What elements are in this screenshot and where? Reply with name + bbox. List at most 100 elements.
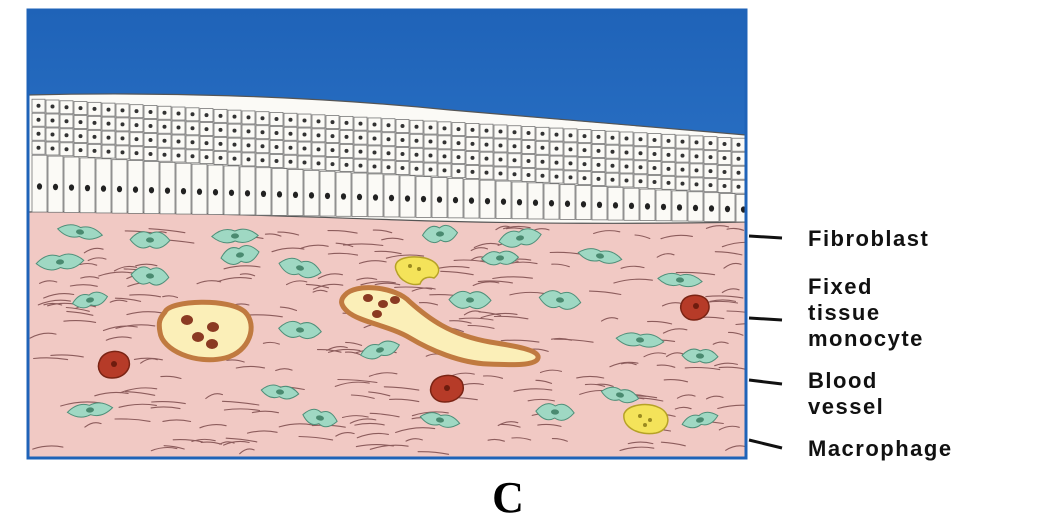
columnar-nucleus <box>261 191 266 197</box>
columnar-nucleus <box>117 186 122 192</box>
label-blood-vessel: Blood vessel <box>808 368 885 419</box>
epithelial-nucleus <box>51 147 55 151</box>
epithelial-nucleus <box>681 154 685 158</box>
epithelial-nucleus <box>639 137 643 141</box>
epithelial-nucleus <box>583 162 587 166</box>
columnar-nucleus <box>565 201 570 207</box>
epithelial-nucleus <box>723 170 727 174</box>
columnar-nucleus <box>709 205 714 211</box>
epithelial-nucleus <box>79 120 83 124</box>
epithelial-nucleus <box>37 104 41 108</box>
epithelial-nucleus <box>625 178 629 182</box>
epithelial-nucleus <box>121 150 125 154</box>
epithelial-nucleus <box>541 146 545 150</box>
epithelial-nucleus <box>345 149 349 153</box>
epithelial-nucleus <box>555 175 559 179</box>
columnar-nucleus <box>149 187 154 193</box>
epithelial-nucleus <box>177 126 181 130</box>
epithelial-nucleus <box>709 141 713 145</box>
epithelial-nucleus <box>65 133 69 137</box>
epithelial-nucleus <box>513 130 517 134</box>
epithelial-nucleus <box>639 179 643 183</box>
epithelial-nucleus <box>163 139 167 143</box>
columnar-nucleus <box>533 200 538 206</box>
columnar-nucleus <box>549 200 554 206</box>
epithelial-nucleus <box>233 157 237 161</box>
columnar-nucleus <box>581 201 586 207</box>
epithelial-nucleus <box>93 135 97 139</box>
columnar-nucleus <box>453 197 458 203</box>
epithelial-nucleus <box>583 176 587 180</box>
epithelial-nucleus <box>51 119 55 123</box>
epithelial-nucleus <box>471 170 475 174</box>
epithelial-nucleus <box>541 132 545 136</box>
epithelial-nucleus <box>373 150 377 154</box>
epithelial-nucleus <box>135 151 139 155</box>
epithelial-nucleus <box>639 151 643 155</box>
epithelial-nucleus <box>485 129 489 133</box>
tissue-panel <box>28 10 775 458</box>
epithelial-nucleus <box>401 152 405 156</box>
epithelial-nucleus <box>303 133 307 137</box>
epithelial-nucleus <box>219 114 223 118</box>
epithelial-nucleus <box>625 164 629 168</box>
epithelial-nucleus <box>527 173 531 177</box>
leader-lines <box>749 236 782 448</box>
epithelial-nucleus <box>387 165 391 169</box>
columnar-nucleus <box>325 193 330 199</box>
columnar-nucleus <box>469 197 474 203</box>
epithelial-nucleus <box>191 154 195 158</box>
epithelial-nucleus <box>611 178 615 182</box>
epithelial-nucleus <box>93 121 97 125</box>
epithelial-nucleus <box>443 154 447 158</box>
epithelial-nucleus <box>695 168 699 172</box>
epithelial-nucleus <box>275 145 279 149</box>
epithelial-nucleus <box>723 184 727 188</box>
epithelial-nucleus <box>597 177 601 181</box>
epithelial-nucleus <box>219 156 223 160</box>
epithelial-nucleus <box>275 159 279 163</box>
epithelial-nucleus <box>667 153 671 157</box>
label-fixed-tissue-monocyte: Fixed tissue monocyte <box>808 274 924 351</box>
epithelial-nucleus <box>107 136 111 140</box>
epithelial-nucleus <box>317 147 321 151</box>
columnar-nucleus <box>197 189 202 195</box>
epithelial-nucleus <box>457 141 461 145</box>
epithelial-nucleus <box>79 106 83 110</box>
epithelial-nucleus <box>611 136 615 140</box>
blood-vessel-cross-section <box>159 302 251 360</box>
epithelial-nucleus <box>569 175 573 179</box>
epithelial-nucleus <box>653 152 657 156</box>
epithelial-nucleus <box>359 122 363 126</box>
columnar-nucleus <box>341 193 346 199</box>
epithelial-nucleus <box>205 113 209 117</box>
epithelial-nucleus <box>37 132 41 136</box>
epithelial-nucleus <box>233 143 237 147</box>
epithelial-nucleus <box>723 142 727 146</box>
epithelial-nucleus <box>429 140 433 144</box>
epithelial-nucleus <box>667 139 671 143</box>
columnar-nucleus <box>629 203 634 209</box>
epithelial-nucleus <box>303 119 307 123</box>
epithelial-nucleus <box>555 161 559 165</box>
epithelial-nucleus <box>359 150 363 154</box>
epithelial-nucleus <box>219 142 223 146</box>
epithelial-nucleus <box>457 127 461 131</box>
epithelial-nucleus <box>737 143 741 147</box>
epithelial-nucleus <box>303 161 307 165</box>
epithelial-nucleus <box>289 132 293 136</box>
epithelial-nucleus <box>681 140 685 144</box>
epithelial-nucleus <box>107 108 111 112</box>
columnar-nucleus <box>389 195 394 201</box>
epithelial-nucleus <box>331 120 335 124</box>
label-fibroblast: Fibroblast <box>808 226 929 251</box>
epithelial-nucleus <box>345 135 349 139</box>
epithelial-nucleus <box>527 159 531 163</box>
columnar-nucleus <box>501 198 506 204</box>
columnar-nucleus <box>53 184 58 190</box>
epithelial-nucleus <box>191 140 195 144</box>
epithelial-nucleus <box>247 143 251 147</box>
epithelial-nucleus <box>597 163 601 167</box>
columnar-nucleus <box>613 202 618 208</box>
